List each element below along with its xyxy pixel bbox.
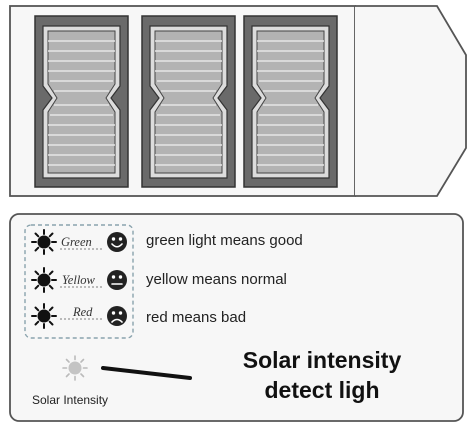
smiley-icon bbox=[107, 232, 127, 252]
legend-text-red: red means bad bbox=[146, 309, 246, 326]
sensor-title-line-1: Solar intensity bbox=[243, 347, 402, 373]
solar-panel-3 bbox=[243, 15, 338, 188]
sun-icon bbox=[31, 303, 57, 329]
light-sensor-icon bbox=[62, 355, 88, 381]
pointer-line bbox=[101, 366, 192, 380]
status-word-red: Red bbox=[72, 305, 93, 319]
legend-box bbox=[24, 224, 134, 339]
sensor-title-line-2: detect ligh bbox=[264, 377, 379, 403]
status-word-green: Green bbox=[61, 235, 92, 249]
sun-icon bbox=[31, 229, 57, 255]
neutral-face-icon bbox=[107, 270, 127, 290]
solar-panel-2 bbox=[141, 15, 236, 188]
sad-face-icon bbox=[107, 306, 127, 326]
legend-text-yellow: yellow means normal bbox=[146, 271, 287, 288]
status-word-yellow: Yellow bbox=[62, 273, 96, 287]
sun-icon bbox=[31, 267, 57, 293]
solar-panel-1 bbox=[34, 15, 129, 188]
sensor-label: Solar Intensity bbox=[32, 393, 108, 407]
legend-text-green: green light means good bbox=[146, 232, 303, 249]
